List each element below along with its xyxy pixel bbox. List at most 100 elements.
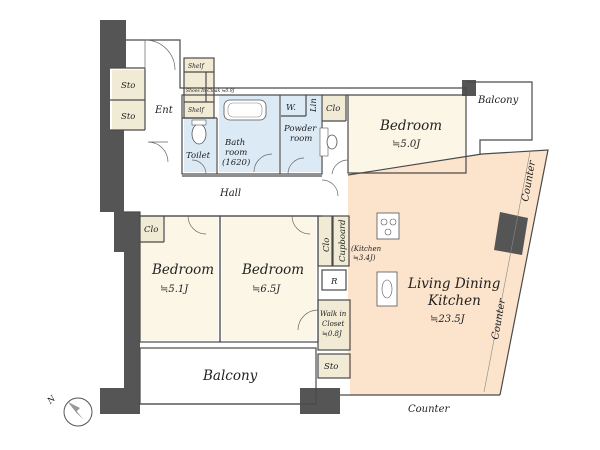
label-balcony-bottom: Balcony [202,368,258,384]
label-balcony-top: Balcony [477,95,519,106]
wall-ldk-top [347,149,549,396]
fixtures [191,99,400,307]
hall-corridor-floor [126,176,322,212]
label-bathroom-size: (1620) [222,157,250,168]
wall-column-left-upper [100,68,110,130]
walk-in-floor [318,300,350,350]
door-toilet [191,159,207,175]
stove-burner-1 [380,218,388,226]
label-bedroom-mid: Bedroom [241,262,304,278]
toilet-bowl [191,123,207,145]
wall-cupboard [332,215,350,267]
label-sto-bottom: Sto [324,362,338,372]
door-powder [287,157,305,175]
label-walk-in-1: Walk in [320,310,347,318]
label-linen: Lin [309,98,319,113]
wall-hall-bottom [124,211,322,217]
label-hall: Hall [219,188,241,199]
label-powder-2: room [290,134,312,144]
cupboard-floor [333,216,349,266]
labels: Sto Sto Ent Shelf Shoes In Cloak ≒0.9J S… [121,63,538,415]
clo-left-floor [140,216,164,242]
label-toilet: Toilet [186,151,211,161]
kitchen-sink [381,279,393,299]
wall-ldk-window [483,151,531,393]
wall-bedroom-top [322,94,467,174]
clo-mid-floor [318,216,332,266]
walls [100,20,528,414]
compass: N [45,394,93,427]
wall-column-bottom-left [100,388,140,414]
label-sto-top: Sto [121,81,135,91]
label-walk-in-size: ≒0.8J [322,330,343,338]
door-bedroom-mid [291,215,311,235]
door-bathroom [253,153,273,173]
powder-floor [281,95,321,172]
toilet-tank [191,119,207,126]
label-bedroom-top-size: ≒5.0J [392,139,421,150]
wall-column-bottom-mid [300,388,340,414]
clo-top-floor [322,95,346,121]
label-bedroom-left: Bedroom [151,262,214,278]
stove-burner-3 [384,228,392,236]
bedroom-mid-floor [222,216,316,340]
label-shelf-bottom: Shelf [188,107,205,114]
bathtub [223,99,267,121]
wall-column-top-left [100,20,126,68]
door-ldk [321,179,339,197]
kitchen-island [376,271,398,307]
label-bedroom-left-size: ≒5.1J [160,284,189,295]
door-bedroom-top [331,159,349,175]
wall-lines [110,39,549,405]
label-counter-bottom: Counter [408,404,450,415]
door-walk-in [297,309,319,331]
label-cupboard: Cupboard [338,219,348,262]
label-bathroom-2: room [225,148,247,158]
wall-refrigerator [321,269,347,291]
label-washer: W. [286,103,296,113]
wall-balcony-top [466,81,533,154]
wall-column-left-lower [100,130,124,212]
label-powder-1: Powder [283,124,317,134]
stove-burner-2 [389,218,397,226]
door-bedroom-left [187,215,207,235]
label-clo-mid: Clo [322,238,332,252]
wall-clo-mid [317,215,333,267]
wall-left-exterior [124,252,140,392]
label-ent: Ent [154,105,174,116]
label-ldk-2: Kitchen [427,293,481,309]
wall-column-left-bedroom [114,212,140,252]
label-bedroom-mid-size: ≒6.5J [252,284,281,295]
wall-walk-in [317,299,351,351]
powder-sink [326,134,338,150]
door-entry-hall [147,141,169,163]
sto-bottom-floor [318,354,350,378]
label-clo-left: Clo [144,225,158,235]
wall-entrance-outer [126,39,467,96]
doors [144,39,349,331]
wall-sto-bottom [317,353,351,379]
bathtub-inner [227,102,263,118]
wall-column-right [494,212,528,255]
ldk-floor [348,150,548,395]
label-shoes-in-cloak-text: Shoes In Cloak ≒0.9J [186,88,236,94]
balcony-top-floor [470,80,530,134]
label-refrigerator: R [330,277,338,287]
compass-label: N [45,394,58,407]
sto-mid-floor [112,100,145,130]
label-kitchen-1: (Kitchen [351,245,382,253]
label-shelf-top: Shelf [188,63,205,70]
balcony-bottom-floor [140,350,314,410]
label-clo-top: Clo [326,104,340,114]
label-walk-in-2: Closet [322,320,345,328]
label-ldk-1: Living Dining [407,276,501,292]
label-kitchen-2: ≒3.4J) [353,254,376,262]
label-ldk-size: ≒23.5J [430,314,466,325]
wall-bedroom-mid [219,215,319,343]
door-entrance [144,39,176,71]
compass-needle-tail [68,402,80,412]
label-bedroom-top: Bedroom [379,118,442,134]
label-bathroom-1: Bath [224,138,245,148]
sto-top-floor [112,70,145,100]
